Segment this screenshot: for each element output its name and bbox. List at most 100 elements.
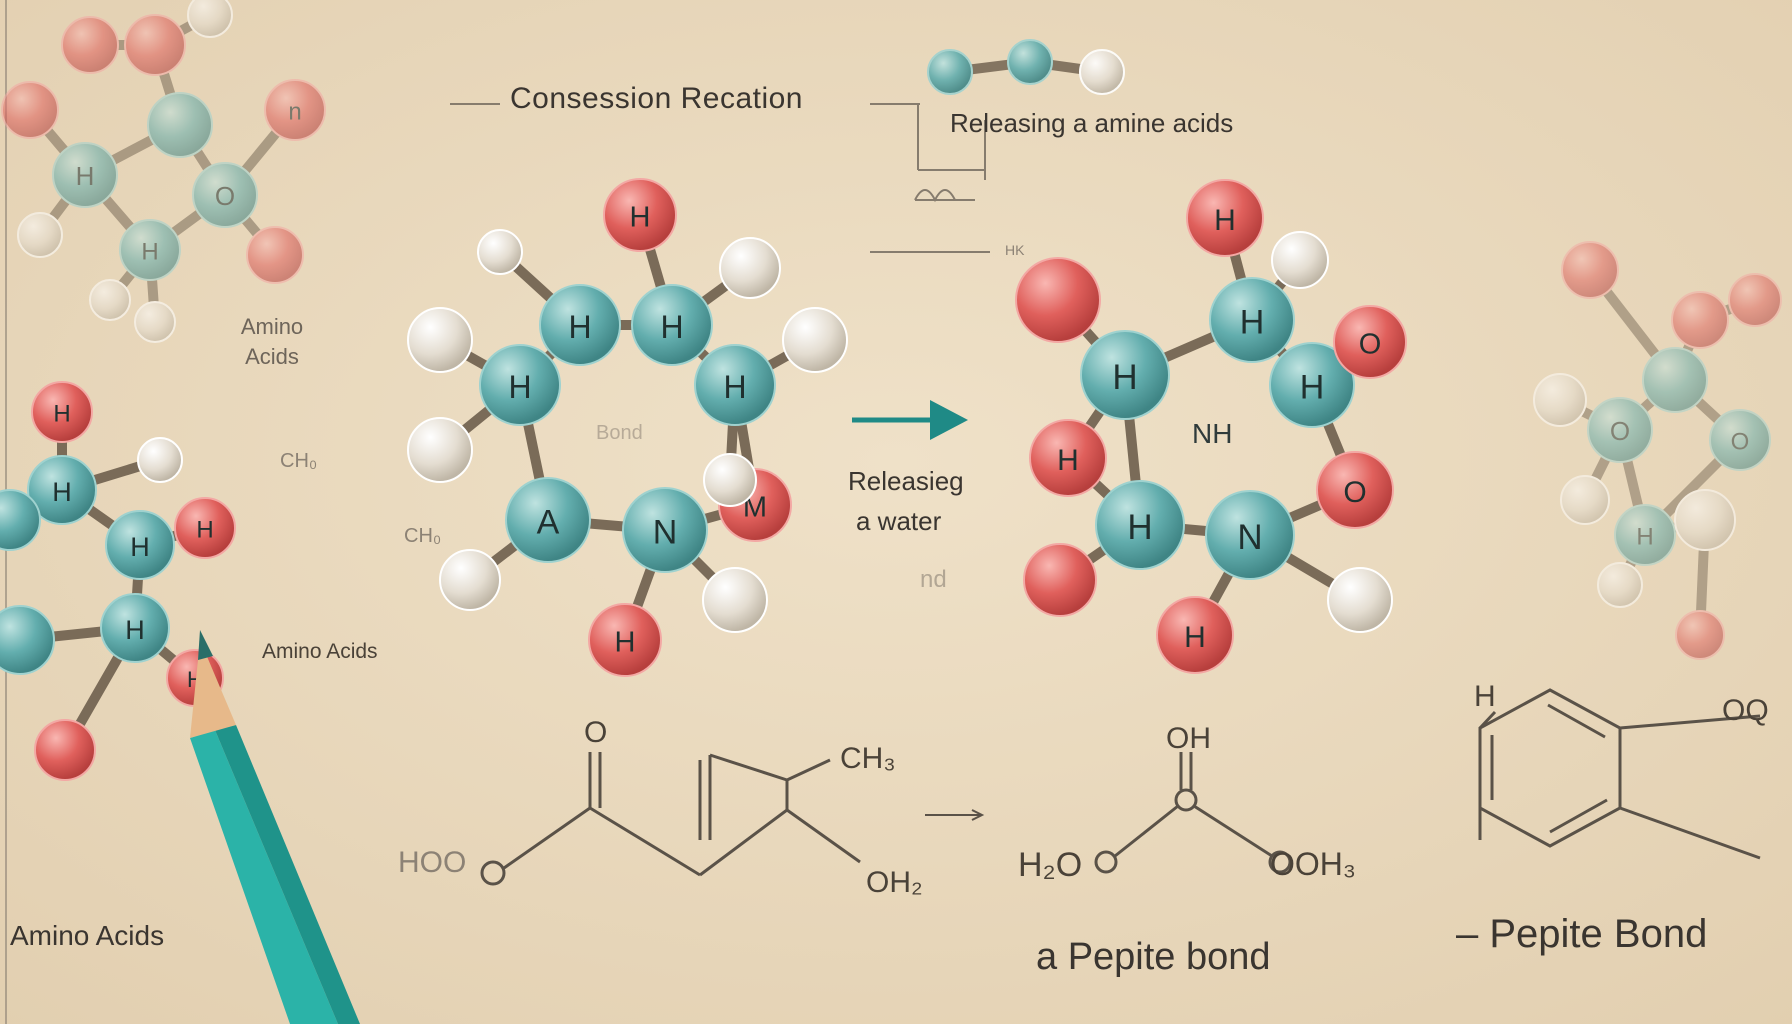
atom-teal xyxy=(147,92,213,158)
amino-acids-left-label: Amino Acids xyxy=(262,640,378,663)
releasing-water-line2: a water xyxy=(856,506,942,536)
atom-label: O xyxy=(1343,476,1366,509)
structural-formula-right xyxy=(1478,688,1761,860)
atom-white xyxy=(702,567,768,633)
atom-white xyxy=(439,549,501,611)
atom-label: O xyxy=(1731,429,1750,456)
atom-red xyxy=(1728,273,1782,327)
atom-teal xyxy=(622,487,708,573)
chem-ooh: OOH₃ xyxy=(1270,846,1356,882)
atom-red xyxy=(588,603,662,677)
atom-teal xyxy=(1614,504,1676,566)
atom-teal xyxy=(1587,397,1653,463)
atom-label: N xyxy=(653,513,678,551)
atom-teal xyxy=(505,477,591,563)
atom-label: O xyxy=(1359,329,1382,361)
atom-white xyxy=(187,0,233,38)
atom-label: H xyxy=(1636,524,1653,551)
atom-red xyxy=(1675,610,1725,660)
atom-teal xyxy=(1095,480,1185,570)
atom-teal xyxy=(27,455,97,525)
atom-white xyxy=(1560,475,1610,525)
peptide-bond-bottom-label: a Pepite bond xyxy=(1036,936,1271,978)
atom-label: H xyxy=(1127,508,1152,547)
atom-teal xyxy=(539,284,621,366)
atom-red xyxy=(61,16,119,74)
atom-label: H xyxy=(508,369,531,405)
hk-label: HK xyxy=(1005,242,1025,258)
atom-label: H xyxy=(130,532,150,562)
chem-oh-top: OH xyxy=(1166,722,1211,755)
atom-label: n xyxy=(288,99,301,126)
atom-label: H xyxy=(568,309,591,345)
atom-label: O xyxy=(215,181,235,211)
atom-red xyxy=(1561,241,1619,299)
chem-ch3: CH₃ xyxy=(840,742,896,775)
subtitle-label: Releasing a amine acids xyxy=(950,108,1234,138)
chem-hoo: HOO xyxy=(398,846,467,879)
atom-red xyxy=(1316,451,1394,529)
atom-teal xyxy=(192,162,258,228)
reaction-arrow-icon xyxy=(852,400,968,440)
title-connector xyxy=(450,103,990,253)
atom-label: H xyxy=(723,369,746,405)
chem-oq-right: OQ xyxy=(1722,694,1769,727)
chem-h2o: H₂O xyxy=(1018,846,1083,884)
atom-teal xyxy=(1709,409,1771,471)
atom-white xyxy=(703,453,757,507)
atom-red xyxy=(1023,543,1097,617)
atom-white xyxy=(17,212,63,258)
top-small-molecule xyxy=(927,39,1125,95)
atom-red xyxy=(264,79,326,141)
atom-red xyxy=(603,178,677,252)
atom-red xyxy=(174,497,236,559)
atom-red xyxy=(1333,305,1407,379)
atom-teal xyxy=(0,605,55,675)
atom-white xyxy=(1533,373,1587,427)
atom-label: H xyxy=(196,517,213,544)
peptide-bond-right-label: – Pepite Bond xyxy=(1456,912,1708,956)
atom-teal xyxy=(1209,277,1295,363)
atom-white xyxy=(477,229,523,275)
atom-teal xyxy=(927,49,973,95)
atom-red xyxy=(1186,179,1264,257)
atom-label: H xyxy=(125,615,145,645)
atom-label: H xyxy=(1057,444,1079,477)
atom-label: H xyxy=(1214,204,1236,237)
atom-label: O xyxy=(1610,416,1630,446)
structural-formula-left xyxy=(480,752,861,886)
atom-label: H xyxy=(630,202,651,234)
atom-white xyxy=(1597,562,1643,608)
atom-label: N xyxy=(1237,518,1262,557)
releasing-water-line1: Releasieg xyxy=(848,466,964,496)
atom-teal xyxy=(100,593,170,663)
atom-white xyxy=(89,279,131,321)
atom-white xyxy=(1327,567,1393,633)
atom-label: H xyxy=(660,309,683,345)
atom-red xyxy=(124,14,186,76)
atom-red xyxy=(34,719,96,781)
atom-teal xyxy=(1642,347,1708,413)
faded-bond-label: Bond xyxy=(596,422,643,444)
atom-label: H xyxy=(53,401,70,428)
amino-acids-bottom-label: Amino Acids xyxy=(10,920,165,951)
pencil-icon xyxy=(190,630,360,1024)
atom-label: H xyxy=(1184,621,1206,654)
atom-white xyxy=(407,307,473,373)
atom-teal xyxy=(479,344,561,426)
atom-teal xyxy=(0,489,41,551)
atom-white xyxy=(137,437,183,483)
atom-label: H xyxy=(1240,303,1265,341)
atom-teal xyxy=(694,344,776,426)
atom-label: A xyxy=(537,503,560,541)
chem-oh2: OH₂ xyxy=(866,866,923,899)
right-edge-molecule: O O H xyxy=(1533,241,1782,660)
atom-teal xyxy=(631,284,713,366)
atom-white xyxy=(407,417,473,483)
atom-teal xyxy=(52,142,118,208)
atom-white xyxy=(719,237,781,299)
